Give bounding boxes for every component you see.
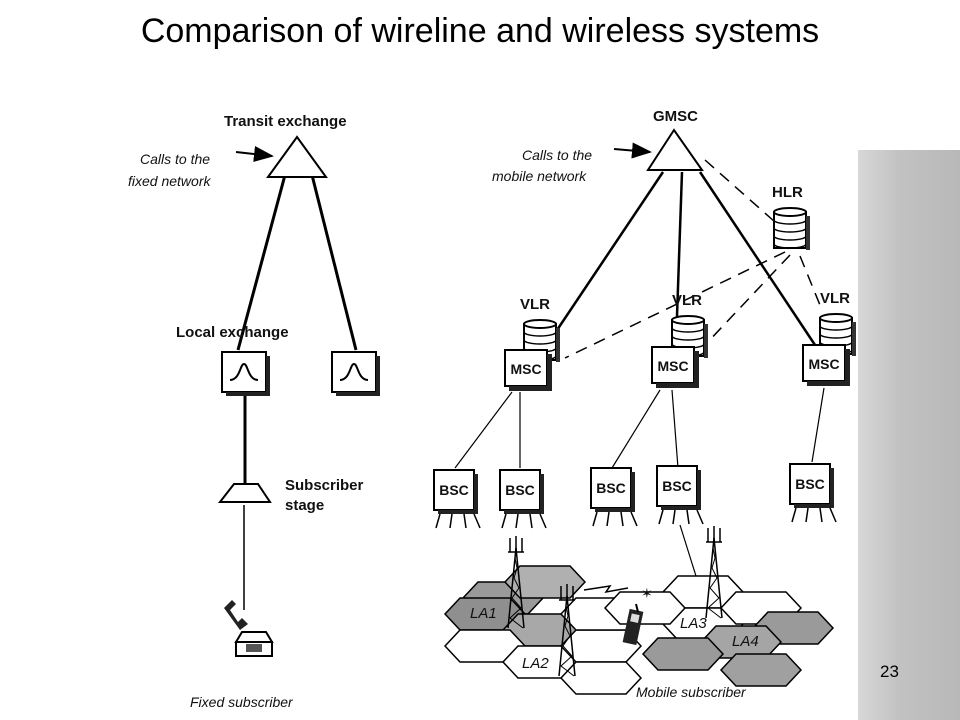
scanned-page-edge: [858, 150, 960, 720]
gmsc-label: GMSC: [653, 108, 698, 125]
fixed-network: Transit exchange Calls to the fixed netw…: [128, 113, 380, 710]
calls-mobile-line1: Calls to the: [522, 147, 592, 163]
bsc-label: BSC: [795, 476, 825, 492]
location-area-cells: [443, 565, 835, 695]
la3-label: LA3: [680, 615, 707, 632]
radio-link-icon: [583, 584, 629, 594]
trunk-line-left: [236, 174, 287, 351]
gmsc-icon: [646, 128, 704, 171]
msc-label: MSC: [808, 356, 839, 372]
local-exchange-switch-icon: [331, 351, 380, 396]
msc-box-2: MSC: [651, 346, 700, 389]
trunk-line-right: [310, 174, 358, 351]
fixed-subscriber-label: Fixed subscriber: [190, 694, 294, 710]
la2-label: LA2: [522, 655, 549, 672]
mobile-network: GMSC Calls to the mobile network HLR VLR…: [433, 108, 857, 700]
transit-exchange-label: Transit exchange: [224, 113, 347, 130]
calls-arrow-icon: [235, 146, 274, 162]
calls-fixed-line1: Calls to the: [140, 151, 210, 167]
radio-spark-icon: ✶: [641, 585, 653, 601]
calls-fixed-line2: fixed network: [128, 173, 211, 189]
hlr-label: HLR: [772, 184, 803, 201]
la3-cell: [603, 591, 687, 625]
vlr-label-1: VLR: [520, 296, 550, 313]
msc-label: MSC: [510, 361, 541, 377]
la1-label: LA1: [470, 605, 497, 622]
hlr-database-icon: [773, 207, 811, 251]
subscriber-stage-line2: stage: [285, 497, 324, 514]
bsc-label: BSC: [662, 478, 692, 494]
page-number: 23: [880, 662, 899, 681]
mobile-phone-icon: [622, 603, 644, 646]
bsc-box-2: BSC: [499, 469, 547, 529]
la4-cell: [641, 637, 725, 671]
subscriber-stage-icon: [217, 483, 272, 503]
transit-exchange-icon: [266, 135, 328, 178]
telephone-icon: [224, 600, 274, 657]
mobile-subscriber-label: Mobile subscriber: [636, 684, 747, 700]
msc-bsc-line: [454, 391, 513, 469]
msc-box-3: MSC: [802, 344, 851, 387]
hlr-vlr3-dashed: [799, 255, 823, 311]
gmsc-msc3-line: [698, 171, 817, 346]
msc-bsc-line: [811, 387, 825, 463]
la4-label: LA4: [732, 633, 759, 650]
vlr-label-3: VLR: [820, 290, 850, 307]
bsc-box-5: BSC: [789, 463, 837, 523]
gmsc-hlr-dashed: [704, 159, 776, 223]
la1-cell: [503, 565, 587, 599]
vlr-label-2: VLR: [672, 292, 702, 309]
calls-mobile-line2: mobile network: [492, 168, 587, 184]
local-exchange-label: Local exchange: [176, 324, 289, 341]
la2-cell: [559, 661, 643, 695]
bsc-box-3: BSC: [590, 467, 638, 527]
slide-title: Comparison of wireline and wireless syst…: [140, 12, 820, 50]
bsc-box-4: BSC: [656, 465, 704, 525]
la4-cell: [719, 653, 803, 687]
hlr-vlr2-dashed: [704, 254, 791, 346]
msc-bsc-line: [671, 389, 679, 469]
bsc-label: BSC: [596, 480, 626, 496]
bsc-label: BSC: [439, 482, 469, 498]
subscriber-stage-line1: Subscriber: [285, 477, 364, 494]
msc-box-1: MSC: [504, 349, 553, 392]
msc-label: MSC: [657, 358, 688, 374]
msc-bsc-line: [611, 389, 661, 469]
local-exchange-switch-icon: [221, 351, 270, 396]
bsc-box-1: BSC: [433, 469, 481, 529]
calls-mobile-arrow-icon: [613, 142, 652, 159]
bsc-label: BSC: [505, 482, 535, 498]
gmsc-msc1-line: [543, 171, 665, 349]
hlr-vlr1-dashed: [564, 251, 786, 359]
